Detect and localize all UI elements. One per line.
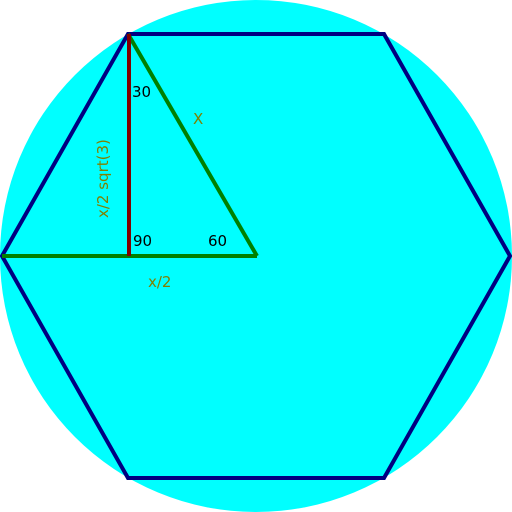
- height-label: x/2 sqrt(3): [94, 139, 112, 218]
- angle-label-60: 60: [208, 232, 227, 250]
- angle-label-90: 90: [133, 232, 152, 250]
- hypotenuse-label: X: [193, 110, 203, 128]
- triangle-hypotenuse-line: [126, 32, 259, 258]
- base-label: x/2: [148, 273, 171, 291]
- angle-label-30: 30: [132, 83, 151, 101]
